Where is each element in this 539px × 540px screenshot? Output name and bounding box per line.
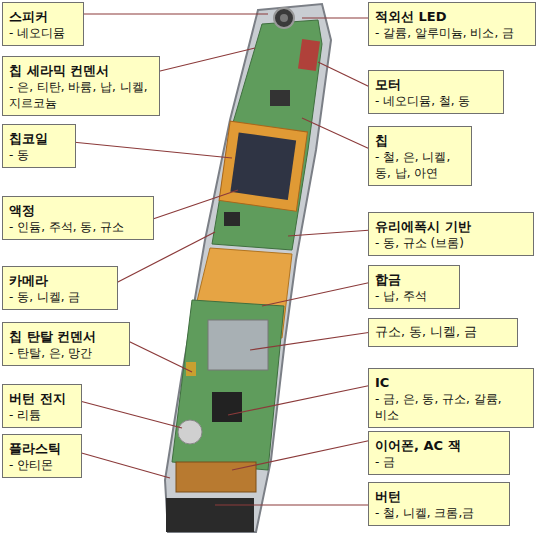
material-list: - 안티몬 [9,457,75,473]
phone-case [165,4,331,532]
part-name: 칩 세라믹 컨덴서 [9,62,109,79]
part-name: 버턴 전지 [9,390,66,407]
callout-box: 액정- 인듐, 주석, 동, 규소 [2,196,154,240]
shield-can [208,320,268,370]
callout-box: IC- 금, 은, 동, 규소, 갈륨, 비소 [368,368,534,428]
callout-box: 버턴 전지- 리튬 [2,384,82,428]
speaker-part [274,8,294,28]
callout-box: 규소, 동, 니켈, 금 [368,318,518,347]
material-list: - 네오디뮴 [9,25,77,41]
part-name: 유리에폭시 기반 [375,218,471,235]
material-list: - 금 [375,454,503,470]
material-list: - 갈륨, 알루미늄, 비소, 금 [375,25,529,41]
callout-box: 합금- 납, 주석 [368,265,460,309]
part-name: 칩코일 [9,130,48,147]
material-list: - 철, 은, 니켈, 동, 납, 아연 [375,149,465,181]
callout-box: 유리에폭시 기반- 동, 규소 (브롬) [368,212,534,256]
camera-part [224,212,240,226]
lower-flex [176,462,256,492]
callout-box: 칩 세라믹 컨덴서- 은, 티탄, 바륨, 납, 니켈, 지르코늄 [2,56,160,116]
motor-part [298,39,320,71]
part-name: 적외선 LED [375,8,446,25]
callout-box: 칩 탄탈 컨덴서- 탄탈, 은, 망간 [2,322,130,366]
material-list: - 철, 니켈, 크롬,금 [375,505,503,521]
part-name: 플라스틱 [9,440,61,457]
callout-box: 칩코일- 동 [2,124,76,168]
callout-box: 스피커- 네오디뮴 [2,2,84,46]
material-list: - 납, 주석 [375,288,453,304]
part-name: 카메라 [9,272,48,289]
speaker-center [280,14,288,22]
material-list: - 은, 티탄, 바륨, 납, 니켈, 지르코늄 [9,79,153,111]
callout-box: 이어폰, AC 잭- 금 [368,431,510,475]
part-name: IC [375,374,389,391]
chip-part [270,90,290,106]
callout-box: 버턴- 철, 니켈, 크롬,금 [368,482,510,526]
part-name: 합금 [375,271,401,288]
material-list: - 동, 니켈, 금 [9,289,111,305]
material-list: - 금, 은, 동, 규소, 갈륨, 비소 [375,391,527,423]
lower-board [172,300,284,470]
button-battery [178,420,202,444]
lcd-panel [230,132,296,199]
callout-box: 플라스틱- 안티몬 [2,434,82,478]
tantal-capacitor [186,362,196,376]
material-list: - 인듐, 주석, 동, 규소 [9,219,147,235]
material-list: - 탄탈, 은, 망간 [9,345,123,361]
material-list: - 동, 규소 (브롬) [375,235,527,251]
part-name: 칩 탄탈 컨덴서 [9,328,96,345]
callout-box: 모터- 네오디뮴, 철, 동 [368,70,504,114]
part-name: 이어폰, AC 잭 [375,437,461,454]
chip-coil-frame [219,121,307,211]
part-name: 액정 [9,202,35,219]
callout-box: 칩- 철, 은, 니켈, 동, 납, 아연 [368,126,472,186]
connector-part [166,498,254,532]
material-list: - 네오디뮴, 철, 동 [375,93,497,109]
material-list: - 동 [9,147,69,163]
part-name: 스피커 [9,8,48,25]
part-name: 모터 [375,76,401,93]
ic-part [212,392,242,422]
part-name: 칩 [375,132,388,149]
material-list: 규소, 동, 니켈, 금 [375,322,511,342]
material-list: - 리튬 [9,407,75,423]
callout-box: 카메라- 동, 니켈, 금 [2,266,118,310]
callout-box: 적외선 LED- 갈륨, 알루미늄, 비소, 금 [368,2,536,46]
part-name: 버턴 [375,488,401,505]
